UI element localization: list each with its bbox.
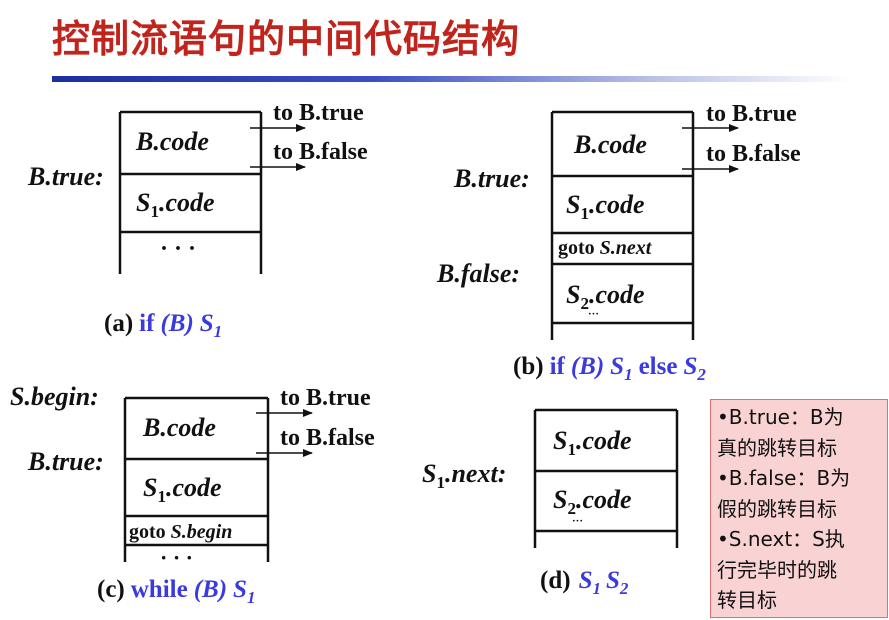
diagram-b-to-false: to B.false [706, 141, 801, 167]
diagram-c-to-true: to B.true [280, 385, 371, 411]
legend-note: •B.true：B为 真的跳转目标 •B.false：B为 假的跳转目标 •S.… [710, 399, 888, 618]
diagram-b-to-true: to B.true [706, 101, 797, 127]
diagram-c-dots: · · · [160, 545, 193, 570]
diagram-a-box [118, 110, 263, 274]
diagram-b-dots: ··· [588, 308, 599, 320]
note-line: •S.next：S执 [717, 527, 845, 551]
diagram-c-label-s-begin: S.begin: [10, 382, 99, 411]
title-underline [52, 76, 852, 82]
diagram-a-label-b-true: B.true: [27, 162, 104, 191]
diagram-b-s2-code: S2.code [566, 280, 645, 313]
diagram-a-b-code: B.code [135, 127, 209, 156]
diagram-a-s1-code: S1.code [136, 188, 215, 221]
diagram-c: to B.true to B.false B.code S1.code goto… [10, 382, 375, 607]
diagram-d-label-s1-next: S1.next: [422, 459, 506, 492]
note-line: 转目标 [717, 588, 777, 612]
diagram-a-dots: · · · [160, 236, 196, 262]
note-line: •B.false：B为 [717, 466, 851, 490]
diagram-d-box [533, 408, 679, 548]
note-line: •B.true：B为 [717, 405, 844, 429]
diagram-b: to B.true to B.false B.code S1.code goto… [436, 101, 801, 384]
diagram-d-s1-code: S1.code [553, 426, 632, 459]
note-line: 行完毕时的跳 [717, 557, 837, 582]
diagram-a-caption: (a)if(B)S1 [104, 310, 222, 341]
diagram-a-to-false: to B.false [273, 139, 368, 165]
diagram-c-b-code: B.code [142, 413, 216, 442]
note-line: 真的跳转目标 [717, 435, 837, 460]
note-line: 假的跳转目标 [717, 496, 837, 521]
diagram-b-label-b-true: B.true: [453, 164, 530, 193]
page-title: 控制流语句的中间代码结构 [52, 17, 521, 61]
diagram-a-to-true: to B.true [273, 100, 364, 126]
diagram-b-box [550, 110, 695, 340]
diagram-c-to-false: to B.false [280, 425, 375, 451]
diagram-a: to B.true to B.false B.code S1.code · · … [27, 100, 368, 341]
diagram-b-s1-code: S1.code [566, 190, 645, 223]
diagram-c-label-b-true: B.true: [27, 447, 104, 476]
diagram-b-label-b-false: B.false: [436, 259, 520, 288]
diagram-c-caption: (c)while(B)S1 [97, 576, 255, 607]
diagram-b-b-code: B.code [573, 130, 647, 159]
diagram-c-s1-code: S1.code [143, 473, 222, 506]
diagram-c-box [123, 396, 270, 562]
diagram-d-dots: ··· [572, 515, 583, 527]
diagram-d-s2-code: S2.code [553, 485, 632, 518]
